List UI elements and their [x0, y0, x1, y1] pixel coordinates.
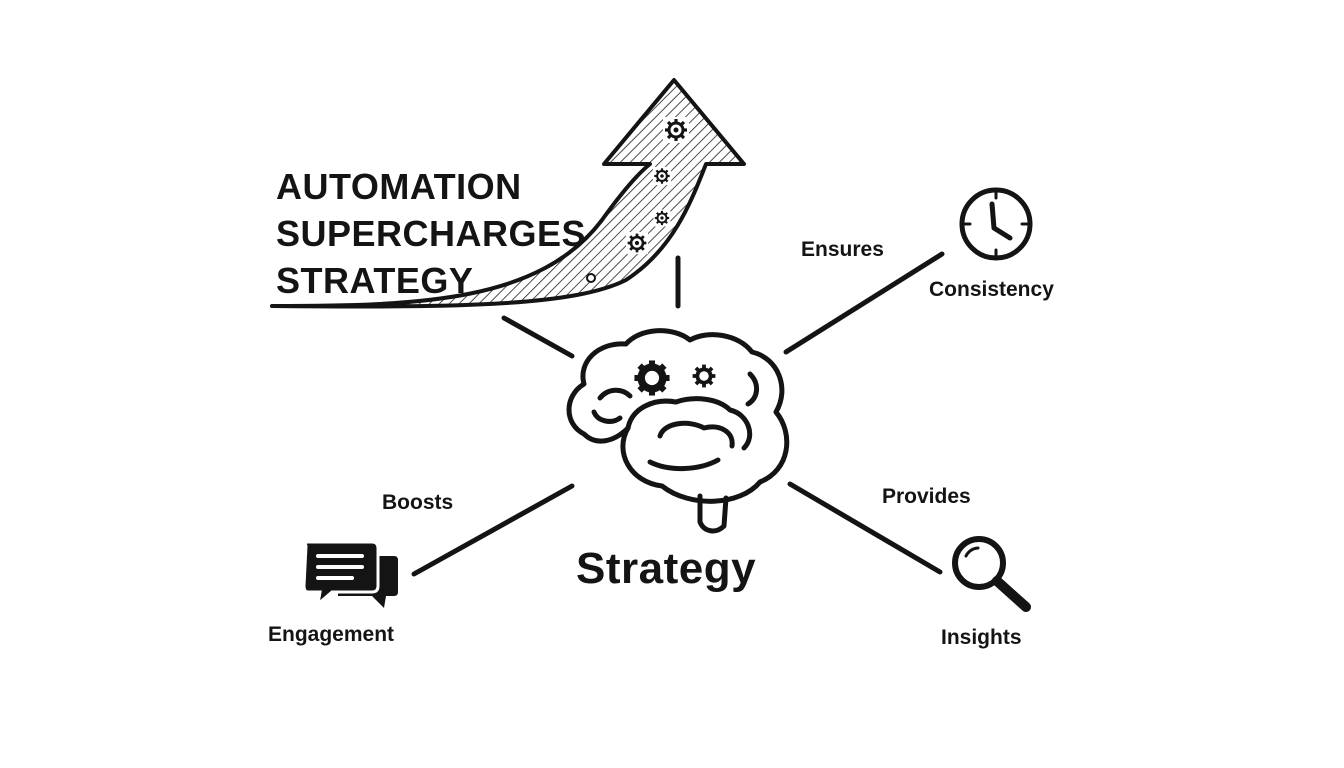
title-line: STRATEGY	[276, 260, 474, 301]
node-label-consistency: Consistency	[929, 278, 1054, 301]
node-label-engagement: Engagement	[268, 623, 395, 646]
connector-arrow	[501, 315, 575, 359]
edge-label-provides: Provides	[882, 485, 971, 508]
edge-label-boosts: Boosts	[382, 491, 454, 514]
node-label-insights: Insights	[941, 626, 1022, 649]
center-node-label: Strategy	[576, 544, 757, 593]
clock-icon	[959, 187, 1033, 261]
title-line: SUPERCHARGES	[276, 213, 587, 254]
connector-engagement	[411, 483, 575, 577]
magnifier-icon	[952, 536, 1031, 612]
growth-arrow-icon	[270, 78, 746, 309]
title-line: AUTOMATION	[276, 166, 522, 207]
arrow-gear-icon	[663, 117, 689, 143]
edge-label-ensures: Ensures	[801, 238, 884, 261]
connector-consistency	[783, 251, 945, 355]
arrow-gear-icon	[625, 231, 649, 255]
connector-insights	[787, 481, 943, 575]
connector-lines	[411, 251, 945, 577]
arrow-gear-icon	[653, 209, 671, 227]
diagram-title: AUTOMATION SUPERCHARGES STRATEGY	[276, 163, 586, 304]
arrow-gear-icon	[652, 166, 672, 186]
chat-bubbles-icon	[302, 540, 398, 608]
brain-gears-icon	[566, 328, 790, 534]
